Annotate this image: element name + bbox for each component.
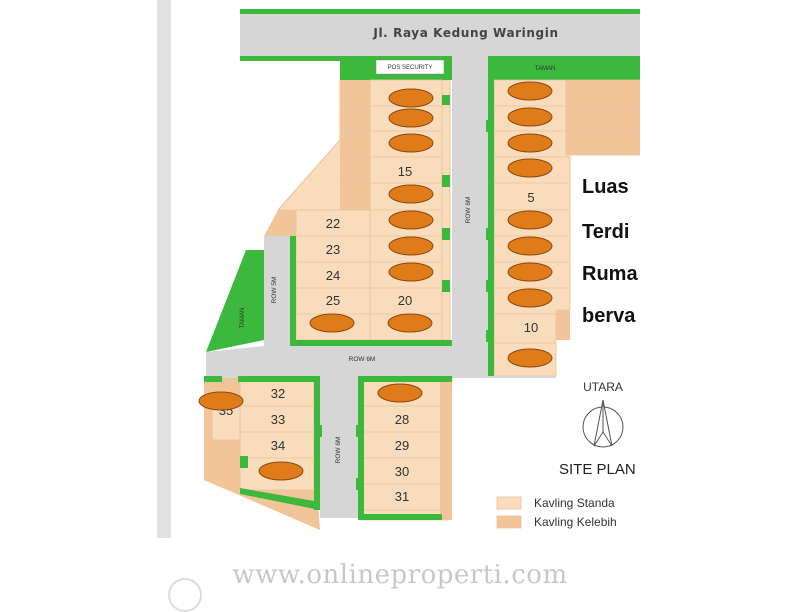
lot-number: 15 xyxy=(398,164,412,179)
left-road-5m xyxy=(264,236,290,346)
row-6m-lower-label: ROW 6M xyxy=(335,437,342,464)
legend: Kavling Standa Kavling Kelebih xyxy=(496,496,617,529)
lot-number: 30 xyxy=(395,464,409,479)
park-label-left: TAMAN xyxy=(240,308,246,329)
sold-marker xyxy=(507,288,553,308)
legend-swatch-excess xyxy=(496,515,522,529)
lot-excess-area xyxy=(340,80,370,210)
left-upper-land xyxy=(264,210,296,236)
lower-left-green-bottom xyxy=(240,488,320,510)
lot-number: 32 xyxy=(271,386,285,401)
top-road xyxy=(240,14,640,56)
north-label: UTARA xyxy=(583,380,623,394)
sold-marker xyxy=(388,262,434,282)
legend-label: Kavling Kelebih xyxy=(534,515,617,529)
lower-left-green-corner xyxy=(204,376,222,382)
sold-marker xyxy=(507,348,553,368)
lot-number: 28 xyxy=(395,412,409,427)
legend-swatch-standard xyxy=(496,496,522,510)
lot-number: 20 xyxy=(398,293,412,308)
lot-number: 33 xyxy=(271,412,285,427)
sold-marker xyxy=(388,108,434,128)
sold-marker xyxy=(507,107,553,127)
sold-marker xyxy=(507,133,553,153)
row-5m-label: ROW 5M xyxy=(271,277,278,304)
sold-marker xyxy=(507,262,553,282)
north-arrow-icon xyxy=(582,399,624,448)
sold-marker xyxy=(388,236,434,256)
lot-number: 24 xyxy=(326,268,340,283)
sold-marker xyxy=(507,210,553,230)
lot-number: 29 xyxy=(395,438,409,453)
lot-number: 31 xyxy=(395,489,409,504)
row-6m-horizontal-label: ROW 6M xyxy=(349,356,376,363)
sold-markers xyxy=(198,81,553,481)
row-6m-vertical-label: ROW 6M xyxy=(465,197,472,224)
site-plan-title: SITE PLAN xyxy=(559,461,636,478)
lot-number: 10 xyxy=(524,320,538,335)
lower-left-green-right xyxy=(314,376,320,510)
lot-number: 22 xyxy=(326,216,340,231)
lower-right-green-bottom xyxy=(358,514,442,520)
sold-marker xyxy=(507,158,553,178)
upper-block-green-left xyxy=(290,210,296,346)
lot-number: 23 xyxy=(326,242,340,257)
sold-marker xyxy=(388,210,434,230)
right-excess-strip-2 xyxy=(556,310,570,340)
sold-marker xyxy=(377,383,423,403)
sold-marker xyxy=(388,184,434,204)
sold-marker xyxy=(309,313,355,333)
lot-number: 5 xyxy=(527,190,534,205)
horizontal-road xyxy=(206,346,556,378)
sold-marker xyxy=(388,133,434,153)
info-text: Luas Terdi Ruma berva xyxy=(582,176,638,327)
lower-right-excess xyxy=(440,378,452,520)
security-post-label: POS SECURITY xyxy=(388,65,433,71)
main-vertical-road xyxy=(452,56,488,376)
lower-right-green-top xyxy=(358,376,452,382)
left-border-strip xyxy=(157,0,171,538)
right-block-green-top xyxy=(488,58,640,80)
watermark-text: www.onlineproperti.com xyxy=(232,560,568,590)
lower-right-green-left xyxy=(358,376,364,520)
lot-number: 34 xyxy=(271,438,285,453)
legend-label: Kavling Standa xyxy=(534,496,615,510)
info-line: Luas xyxy=(582,176,629,198)
park-label-top: TAMAN xyxy=(535,66,556,72)
left-park-strip xyxy=(206,250,264,352)
sold-marker xyxy=(258,461,304,481)
lower-vertical-road xyxy=(320,376,358,518)
sold-marker xyxy=(507,236,553,256)
lot-number: 25 xyxy=(326,293,340,308)
info-line: Terdi xyxy=(582,221,629,243)
sold-marker xyxy=(387,313,433,333)
right-block-green-left xyxy=(488,58,494,376)
right-crop xyxy=(640,0,800,560)
sold-marker xyxy=(388,88,434,108)
right-excess-strip xyxy=(566,80,640,155)
road-name-label: Jl. Raya Kedung Waringin xyxy=(372,26,558,40)
info-line: berva xyxy=(582,305,636,327)
upper-block-green-bottom xyxy=(290,340,452,346)
sold-marker xyxy=(198,391,244,411)
sold-marker xyxy=(507,81,553,101)
info-line: Ruma xyxy=(582,263,638,285)
bottom-crop xyxy=(157,538,657,560)
lower-left-green-top xyxy=(238,376,320,382)
security-post xyxy=(375,59,445,75)
